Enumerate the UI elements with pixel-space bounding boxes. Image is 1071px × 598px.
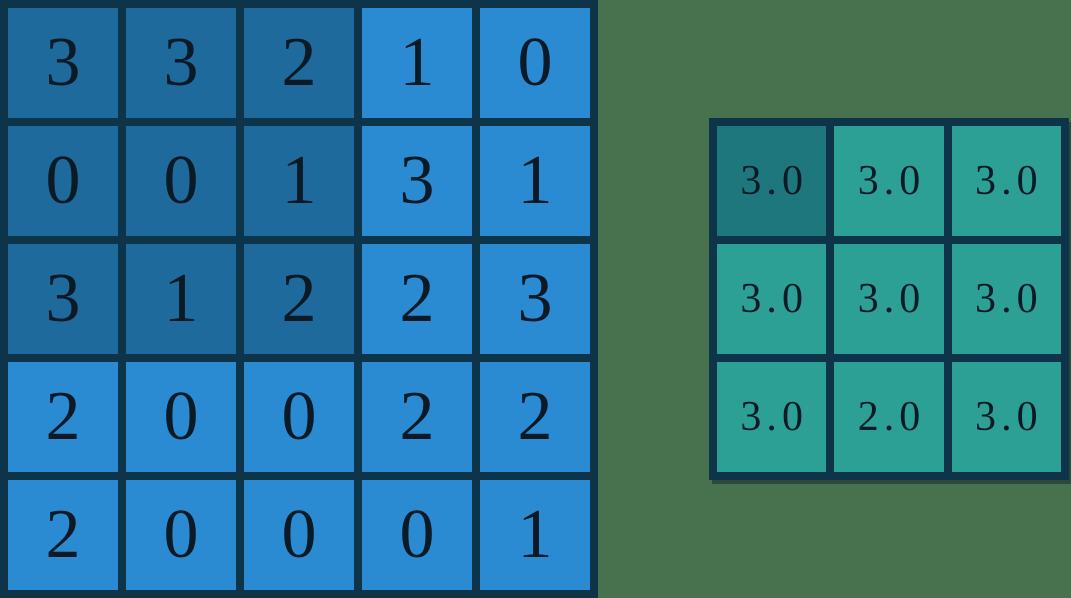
input-cell-r4-c0: 2 xyxy=(8,480,118,590)
input-cell-r0-c2-highlighted: 2 xyxy=(244,8,354,118)
input-cell-r3-c4: 2 xyxy=(480,362,590,472)
input-cell-r3-c1: 0 xyxy=(126,362,236,472)
input-cell-r4-c3: 0 xyxy=(362,480,472,590)
input-cell-r4-c1: 0 xyxy=(126,480,236,590)
input-cell-r1-c0-highlighted: 0 xyxy=(8,126,118,236)
output-cell-r0-c1: 3.0 xyxy=(834,126,944,236)
input-cell-r4-c2: 0 xyxy=(244,480,354,590)
input-cell-r1-c2-highlighted: 1 xyxy=(244,126,354,236)
input-cell-r1-c3: 3 xyxy=(362,126,472,236)
input-cell-r3-c3: 2 xyxy=(362,362,472,472)
input-cell-r2-c2-highlighted: 2 xyxy=(244,244,354,354)
input-cell-r2-c0-highlighted: 3 xyxy=(8,244,118,354)
input-cell-r0-c0-highlighted: 3 xyxy=(8,8,118,118)
input-cell-r3-c0: 2 xyxy=(8,362,118,472)
output-cell-r1-c0: 3.0 xyxy=(717,244,827,354)
input-cell-r4-c4: 1 xyxy=(480,480,590,590)
input-cell-r2-c1-highlighted: 1 xyxy=(126,244,236,354)
output-cell-r2-c1: 2.0 xyxy=(834,362,944,472)
input-cell-r2-c3: 2 xyxy=(362,244,472,354)
output-cell-r0-c0-highlighted: 3.0 xyxy=(717,126,827,236)
output-cell-r2-c2: 3.0 xyxy=(951,362,1061,472)
input-cell-r2-c4: 3 xyxy=(480,244,590,354)
input-cell-r0-c4: 0 xyxy=(480,8,590,118)
output-cell-r1-c1: 3.0 xyxy=(834,244,944,354)
output-cell-r0-c2: 3.0 xyxy=(951,126,1061,236)
output-cell-r1-c2: 3.0 xyxy=(951,244,1061,354)
input-cell-r3-c2: 0 xyxy=(244,362,354,472)
input-cell-r0-c1-highlighted: 3 xyxy=(126,8,236,118)
output-cell-r2-c0: 3.0 xyxy=(717,362,827,472)
input-cell-r0-c3: 1 xyxy=(362,8,472,118)
input-cell-r1-c1-highlighted: 0 xyxy=(126,126,236,236)
input-cell-r1-c4: 1 xyxy=(480,126,590,236)
